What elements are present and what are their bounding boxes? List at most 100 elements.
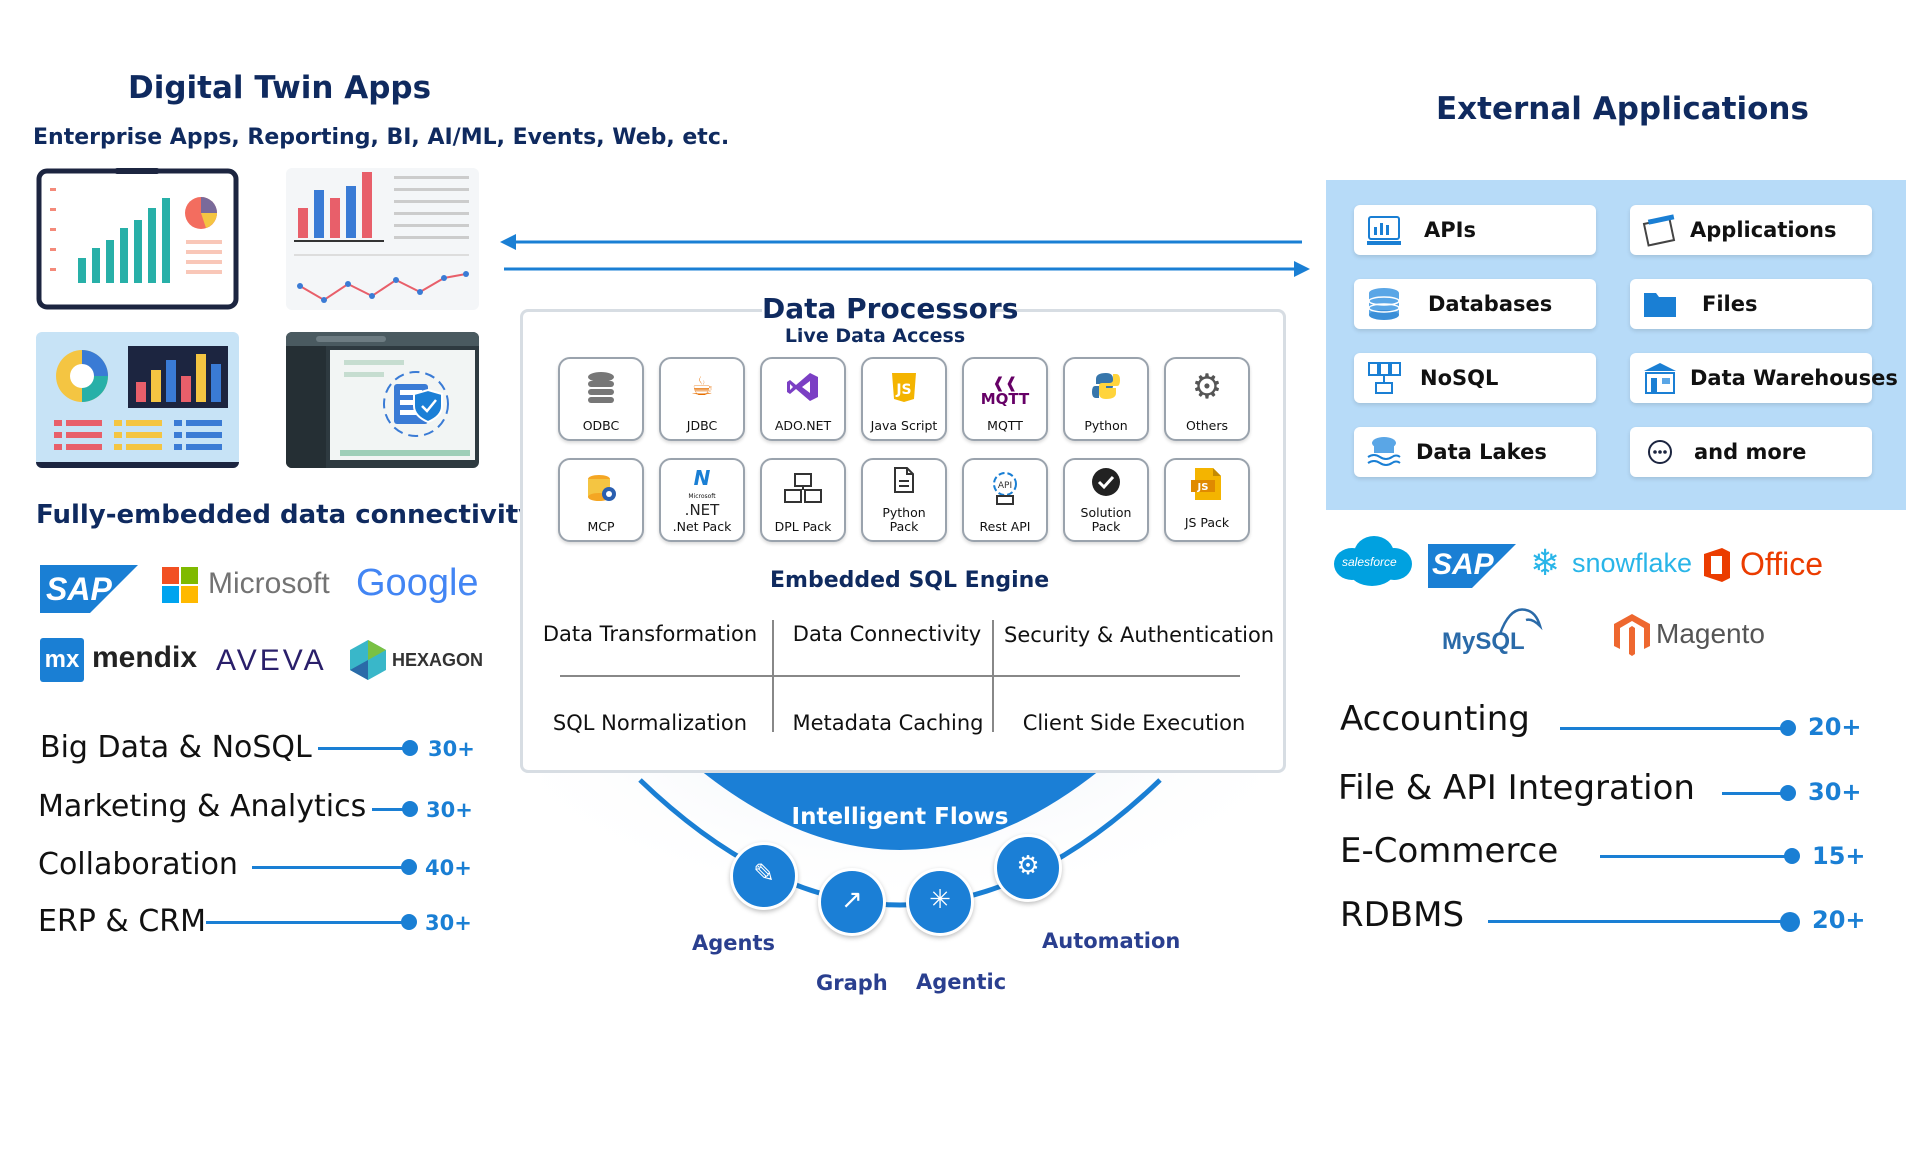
- card-and-more[interactable]: and more: [1630, 427, 1872, 477]
- rest-api-icon: API: [964, 472, 1046, 514]
- feature-divider-vertical: [772, 620, 774, 732]
- tablet-chart-illustration: [36, 168, 239, 310]
- flow-label-agents: Agents: [692, 931, 776, 955]
- office-logo: Office: [1702, 544, 1832, 588]
- database-icon: [560, 371, 642, 413]
- js-pack-tile[interactable]: JS JS Pack: [1164, 458, 1250, 542]
- mysql-logo: MySQL: [1442, 604, 1552, 660]
- stat-label-rdbms: RDBMS: [1340, 895, 1465, 935]
- dpl-pack-tile[interactable]: DPL Pack: [760, 458, 846, 542]
- dotnet-icon: N Microsoft .NET: [684, 466, 720, 519]
- mcp-icon: [560, 472, 642, 512]
- solution-pack-tile[interactable]: Solution Pack: [1063, 458, 1149, 542]
- jdbc-tile[interactable]: ☕ JDBC: [659, 357, 745, 441]
- stat-dot: [1780, 785, 1796, 801]
- feature-data-connectivity: Data Connectivity: [792, 622, 982, 646]
- python-pack-tile[interactable]: Python Pack: [861, 458, 947, 542]
- stat-line: [252, 866, 410, 869]
- feature-divider-vertical: [992, 620, 994, 732]
- agents-node-icon: ✎: [730, 842, 798, 910]
- solution-icon: [1065, 466, 1147, 506]
- mqtt-tile[interactable]: ❰❰MQTT MQTT: [962, 357, 1048, 441]
- stat-line: [1722, 792, 1790, 795]
- stat-dot: [1780, 912, 1800, 932]
- feature-client-side-execution: Client Side Execution: [1022, 711, 1246, 735]
- stat-value-ecommerce: 15+: [1812, 842, 1866, 870]
- svg-text:API: API: [998, 481, 1012, 491]
- js-icon: JS: [863, 371, 945, 411]
- card-databases[interactable]: Databases: [1354, 279, 1596, 329]
- hexagon-logo: HEXAGON: [350, 640, 490, 682]
- dashboard-illustration: [36, 332, 239, 468]
- gear-icon: ⚙: [1191, 367, 1223, 407]
- folder-icon: [1642, 287, 1678, 321]
- digital-twin-title: Digital Twin Apps: [128, 70, 432, 106]
- svg-text:JS: JS: [895, 382, 911, 398]
- javascript-tile[interactable]: JS Java Script: [861, 357, 947, 441]
- snowflake-logo: ❄ snowflake: [1530, 543, 1693, 584]
- stat-value-marketing: 30+: [426, 798, 473, 822]
- flow-label-graph: Graph: [816, 971, 888, 995]
- net-pack-tile[interactable]: N Microsoft .NET .Net Pack: [659, 458, 745, 542]
- feature-metadata-caching: Metadata Caching: [792, 711, 984, 735]
- stat-line: [1488, 920, 1792, 923]
- card-applications[interactable]: Applications: [1630, 205, 1872, 255]
- card-nosql[interactable]: NoSQL: [1354, 353, 1596, 403]
- stat-line: [372, 808, 412, 811]
- sap-logo-right: SAP: [1428, 544, 1516, 588]
- js-pack-icon: JS: [1166, 466, 1248, 510]
- python-tile[interactable]: Python: [1063, 357, 1149, 441]
- stat-label-file-api: File & API Integration: [1338, 768, 1695, 808]
- flow-label-automation: Automation: [1042, 929, 1181, 953]
- database-icon: [1366, 287, 1402, 321]
- data-processors-title: Data Processors: [762, 292, 1019, 325]
- stat-line: [206, 921, 410, 924]
- flow-label-agentic: Agentic: [916, 970, 1007, 994]
- stat-dot: [401, 914, 417, 930]
- stat-label-ecommerce: E-Commerce: [1340, 831, 1559, 871]
- agentic-node-icon: ✳: [906, 868, 974, 936]
- intelligent-flows-title: Intelligent Flows: [791, 804, 1009, 830]
- card-data-lakes[interactable]: Data Lakes: [1354, 427, 1596, 477]
- stat-line: [1560, 727, 1790, 730]
- aveva-logo: AVEVA: [216, 644, 327, 677]
- stat-value-erp: 30+: [425, 911, 472, 935]
- stat-label-accounting: Accounting: [1340, 699, 1530, 739]
- stat-value-accounting: 20+: [1808, 713, 1862, 741]
- adonet-tile[interactable]: ADO.NET: [760, 357, 846, 441]
- stat-dot: [1780, 720, 1796, 736]
- digital-twin-subtitle: Enterprise Apps, Reporting, BI, AI/ML, E…: [33, 125, 730, 150]
- data-lake-icon: [1366, 435, 1402, 469]
- rest-api-tile[interactable]: API Rest API: [962, 458, 1048, 542]
- card-data-warehouses[interactable]: Data Warehouses: [1630, 353, 1898, 403]
- stat-label-erp: ERP & CRM: [38, 904, 207, 939]
- mqtt-icon: ❰❰MQTT: [980, 374, 1030, 408]
- stat-label-collaboration: Collaboration: [38, 847, 238, 882]
- mcp-tile[interactable]: MCP: [558, 458, 644, 542]
- stat-dot: [1784, 848, 1800, 864]
- feature-data-transformation: Data Transformation: [542, 622, 758, 646]
- card-apis[interactable]: APIs: [1354, 205, 1596, 255]
- stat-line: [1600, 855, 1794, 858]
- svg-text:JS: JS: [1197, 482, 1209, 493]
- microsoft-logo: Microsoft: [162, 565, 342, 607]
- stat-dot: [401, 859, 417, 875]
- stat-value-rdbms: 20+: [1812, 906, 1866, 934]
- python-pack-icon: [863, 466, 945, 502]
- api-server-icon: [1366, 213, 1402, 247]
- card-files[interactable]: Files: [1630, 279, 1872, 329]
- stat-value-big-data: 30+: [428, 737, 475, 761]
- report-chart-illustration: [286, 168, 479, 310]
- dpl-icon: [762, 472, 844, 514]
- automation-node-icon: ⚙: [994, 834, 1062, 902]
- feature-security-authentication: Security & Authentication: [1004, 623, 1275, 647]
- python-icon: [1065, 371, 1147, 409]
- stat-dot: [402, 801, 418, 817]
- stat-value-file-api: 30+: [1808, 778, 1862, 806]
- nosql-icon: [1366, 361, 1402, 395]
- java-icon: ☕: [690, 372, 714, 402]
- snowflake-icon: ❄: [1530, 543, 1561, 584]
- odbc-tile[interactable]: ODBC: [558, 357, 644, 441]
- others-tile[interactable]: ⚙ Others: [1164, 357, 1250, 441]
- feature-divider-horizontal: [560, 675, 1240, 677]
